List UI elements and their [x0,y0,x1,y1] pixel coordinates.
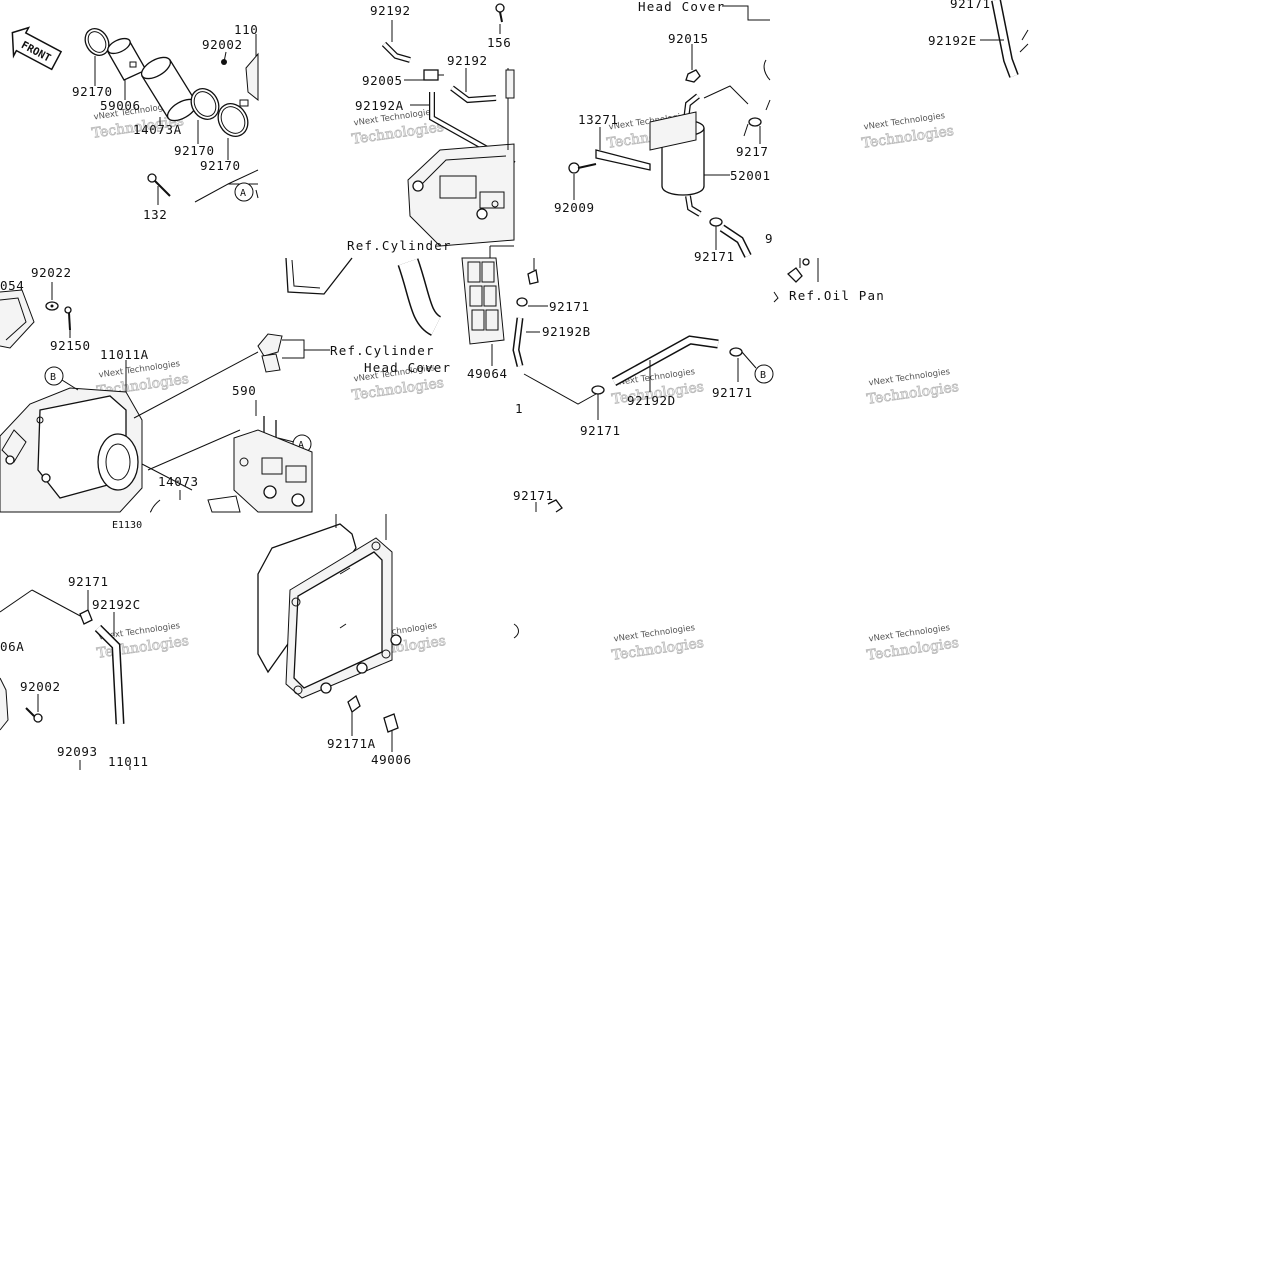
part-92171: 92171 [580,423,621,438]
ref-cylinder-b: Ref.Cylinder [330,343,435,358]
part-92171: 92171 [68,574,109,589]
clamp-9217 [743,117,762,137]
tile-hoses-b-d: B 92171 92192B 49064 1 92192D 92171 9217… [467,258,774,639]
part-92192B: 92192B [542,324,591,339]
part-92002: 92002 [202,37,243,52]
part-92170: 92170 [174,143,215,158]
tile-air-duct: FRONT [11,22,259,222]
tile-hoses-head: 92192 156 92005 92192 92192A [355,3,516,247]
part-92192: 92192 [447,53,488,68]
air-box-11011A [0,387,143,513]
part-92170: 92170 [200,158,241,173]
ref-head-cover-top: Head Cover [638,0,725,14]
washer-92022 [45,301,59,311]
fitting-92005 [423,69,444,81]
part-59006: 59006 [100,98,141,113]
part-92171: 92171 [513,488,554,503]
part-92171: 92171 [950,0,991,11]
part-92171A: 92171A [327,736,376,751]
part-92093: 92093 [57,744,98,759]
part-1: 1 [515,401,523,416]
tile-hose-92192C: 92171 92192C 06A 92002 92093 11011 [0,574,149,770]
tile-head-cover: Ref.Cylinder Ref.Cylinder Head Cover [232,238,514,513]
part-9217: 9217 [736,144,769,159]
head-cover-body [285,537,402,699]
tile-oil-separator: Head Cover [554,0,773,264]
callout-b-2 [754,364,774,384]
part-06A: 06A [0,639,24,654]
ref-oil-pan: Ref.Oil Pan [789,288,885,303]
part-52001: 52001 [730,168,771,183]
part-110: 110 [234,22,258,37]
part-14073: 14073 [158,474,199,489]
watermarks: Technologies vNext Technologies Technolo… [90,101,960,664]
clamp-92170-left [84,28,110,56]
part-13271: 13271 [578,112,619,127]
clamp-92170-right [217,99,249,137]
bracket-13271 [595,149,651,171]
callout-a-2-label: A [298,440,304,451]
sleeve-59006 [107,37,147,81]
part-156: 156 [487,35,511,50]
part-92192E: 92192E [928,33,977,48]
bolt-156 [495,3,505,23]
tile-head-cover-gasket: 92171A 49006 [257,514,412,767]
part-590: 590 [232,383,256,398]
part-9: 9 [765,231,773,246]
callout-a [234,182,254,202]
part-49006: 49006 [371,752,412,767]
part-11011: 11011 [108,754,149,769]
cylinder-head-cover-part [407,68,515,247]
part-11011A: 11011A [100,347,149,362]
separator-tank-52001 [649,93,705,217]
part-92192A: 92192A [355,98,404,113]
callout-b-label: B [50,372,56,383]
part-92022: 92022 [31,265,72,280]
part-92192C: 92192C [92,597,141,612]
part-92171: 92171 [549,299,590,314]
breather-49064 [461,257,505,345]
part-92002: 92002 [20,679,61,694]
diagram-code: E1130 [112,520,142,531]
part-49064: 49064 [467,366,508,381]
callout-b-2-label: B [760,370,766,381]
ref-head-cover-b: Head Cover [364,360,451,375]
part-132: 132 [143,207,167,222]
bolt-92150 [64,306,72,331]
bolt-132 [147,173,171,197]
bolt-92002-b [25,707,43,723]
tile-air-box: B 054 92022 92150 11011A 14073 E1130 [0,265,259,531]
part-14073A: 14073A [133,122,182,137]
part-92192: 92192 [370,3,411,18]
ref-cylinder-a: Ref.Cylinder [347,238,452,253]
part-92192D: 92192D [627,393,676,408]
tile-oil-pan-ref: Ref.Oil Pan [773,258,885,303]
bolt-92009 [568,162,597,174]
front-arrow-icon: FRONT [11,26,63,71]
callout-a-label: A [240,188,246,199]
cylinder-head-partial [233,429,313,513]
bracket-110-partial [245,52,259,102]
part-92015: 92015 [668,31,709,46]
tile-hose-92192E: 92171 92192E [928,0,1029,78]
bolt-92002 [221,51,227,65]
clamp-92170-mid [190,88,220,120]
part-92171: 92171 [712,385,753,400]
part-92009: 92009 [554,200,595,215]
part-92005: 92005 [362,73,403,88]
part-92150: 92150 [50,338,91,353]
part-054: 054 [0,278,24,293]
nut-92015 [685,69,701,83]
part-92171: 92171 [694,249,735,264]
callout-b [44,366,64,386]
part-92170: 92170 [72,84,113,99]
